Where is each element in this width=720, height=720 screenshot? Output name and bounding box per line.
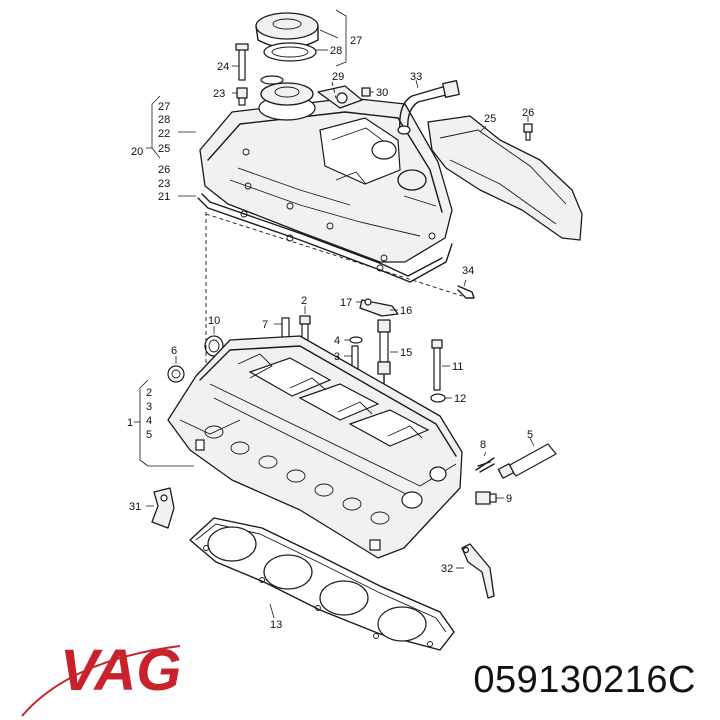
group1-5: 5 xyxy=(146,429,152,441)
heat-shield xyxy=(427,115,583,241)
callout-7: 7 xyxy=(262,319,268,331)
callout-13: 13 xyxy=(270,619,282,631)
bolt-11 xyxy=(431,339,450,391)
callout-20: 20 xyxy=(131,146,143,158)
brand-logo-text: VAG xyxy=(60,638,181,703)
callout-8: 8 xyxy=(480,439,486,451)
callout-12: 12 xyxy=(454,393,466,405)
bolt-7 xyxy=(274,317,290,339)
callout-15: 15 xyxy=(400,347,412,359)
callout-32: 32 xyxy=(441,563,453,575)
pressure-regulator-valve xyxy=(317,85,374,109)
callout-9: 9 xyxy=(506,493,512,505)
callout-30: 30 xyxy=(376,87,388,99)
washer-12 xyxy=(430,393,452,403)
group1-2: 2 xyxy=(146,387,152,399)
callout-31: 31 xyxy=(129,501,141,513)
part-number: 059130216C xyxy=(473,659,696,701)
group20-22: 22 xyxy=(158,128,170,140)
injector-clamp xyxy=(356,298,399,317)
injector xyxy=(377,319,398,393)
callout-25: 25 xyxy=(484,113,496,125)
clip-34 xyxy=(457,279,475,299)
cylinder-head-cover xyxy=(199,75,453,263)
callout-6: 6 xyxy=(171,345,177,357)
callout-29: 29 xyxy=(332,71,344,83)
callout-4: 4 xyxy=(334,335,340,347)
callout-26: 26 xyxy=(522,107,534,119)
callout-11: 11 xyxy=(452,361,463,373)
callout-34: 34 xyxy=(462,265,474,277)
seal-6 xyxy=(167,365,185,383)
pin-8 xyxy=(475,451,495,473)
group1-3: 3 xyxy=(146,401,152,413)
callout-3: 3 xyxy=(334,351,340,363)
group20-21: 21 xyxy=(158,191,170,203)
group1-4: 4 xyxy=(146,415,152,427)
plug-9 xyxy=(475,491,504,505)
callout-27: 27 xyxy=(350,35,362,47)
callout-17: 17 xyxy=(340,297,352,309)
sealant-tube-5 xyxy=(497,437,557,479)
group20-28: 28 xyxy=(158,114,170,126)
callout-28: 28 xyxy=(330,45,342,57)
group20-25: 25 xyxy=(158,143,170,155)
callout-33: 33 xyxy=(410,71,422,83)
group20-26: 26 xyxy=(158,164,170,176)
brand-logo: VAG xyxy=(21,638,181,717)
cylinder-head xyxy=(167,335,463,559)
washer-4 xyxy=(344,336,363,344)
bracket-32 xyxy=(456,543,495,599)
leader-lines xyxy=(134,81,463,467)
callout-24: 24 xyxy=(217,61,229,73)
callout-23: 23 xyxy=(213,88,225,100)
callout-10: 10 xyxy=(208,315,220,327)
bolt-24 xyxy=(232,43,249,81)
breather-hose xyxy=(397,79,460,135)
oil-filler-cap xyxy=(255,9,347,67)
callout-1: 1 xyxy=(127,417,133,429)
callout-labels: 27 28 24 23 29 30 33 26 25 20 27 28 22 2… xyxy=(127,35,534,631)
callout-5: 5 xyxy=(527,429,533,441)
callout-2: 2 xyxy=(301,295,307,307)
sleeve-23 xyxy=(232,87,248,106)
group20-23: 23 xyxy=(158,178,170,190)
group20-27: 27 xyxy=(158,101,170,113)
head-gasket xyxy=(189,517,455,651)
bracket-31 xyxy=(146,487,175,529)
callout-16: 16 xyxy=(400,305,412,317)
